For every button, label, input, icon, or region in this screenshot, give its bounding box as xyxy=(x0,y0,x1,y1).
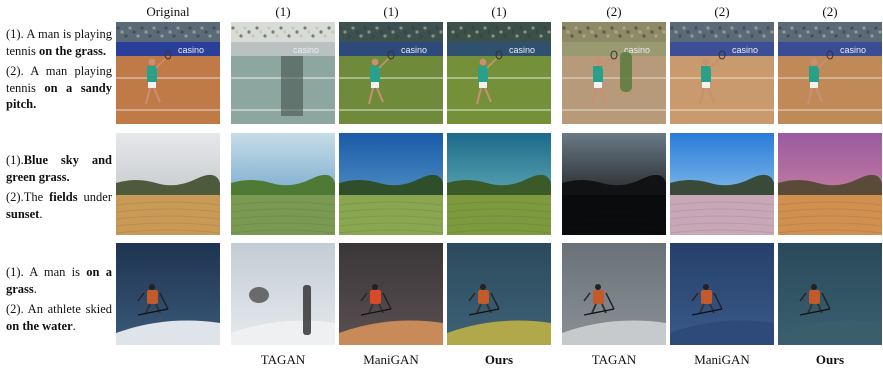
skier-image-manigan-2 xyxy=(670,243,774,345)
svg-text:casino: casino xyxy=(178,45,204,55)
svg-text:casino: casino xyxy=(732,45,758,55)
svg-text:casino: casino xyxy=(840,45,866,55)
tennis-image-ours-1: casino xyxy=(447,22,551,124)
caption-ours-2: Ours xyxy=(815,352,845,367)
tennis-image-manigan-2: casino xyxy=(670,22,774,124)
skier-image-manigan-1 xyxy=(339,243,443,345)
tennis-image-ours-2: casino xyxy=(778,22,882,124)
skier-image-tagan-2 xyxy=(562,243,666,345)
header-group2-tagan: (2) xyxy=(606,4,622,19)
row2-description: (1).Blue sky and green grass. (2).The fi… xyxy=(6,152,112,226)
skier-image-original xyxy=(116,243,220,345)
svg-text:casino: casino xyxy=(293,45,319,55)
row2-text1: (1).Blue sky and green grass. xyxy=(6,153,112,184)
caption-manigan-2: ManiGAN xyxy=(694,352,750,367)
header-group2-manigan: (2) xyxy=(714,4,730,19)
landscape-image-ours-1 xyxy=(447,133,551,235)
tennis-image-manigan-1: casino xyxy=(339,22,443,124)
svg-text:casino: casino xyxy=(401,45,427,55)
skier-image-tagan-1 xyxy=(231,243,335,345)
caption-ours-1: Ours xyxy=(484,352,514,367)
header-group1-tagan: (1) xyxy=(275,4,291,19)
tennis-image-tagan-1: casino xyxy=(231,22,335,124)
caption-tagan-2: TAGAN xyxy=(591,352,637,367)
header-group2-ours: (2) xyxy=(822,4,838,19)
landscape-image-tagan-2 xyxy=(562,133,666,235)
row1-description: (1). A man is playing tennis on the gras… xyxy=(6,26,112,117)
svg-text:casino: casino xyxy=(509,45,535,55)
row1-text1: (1). A man is playing tennis on the gras… xyxy=(6,27,112,58)
header-original: Original xyxy=(146,4,190,19)
tennis-image-original: casino xyxy=(116,22,220,124)
tennis-image-tagan-2: casino xyxy=(562,22,666,124)
landscape-image-original xyxy=(116,133,220,235)
caption-manigan-1: ManiGAN xyxy=(363,352,419,367)
svg-text:casino: casino xyxy=(624,45,650,55)
row3-description: (1). A man is on a grass. (2). An athlet… xyxy=(6,264,112,338)
row3-text2: (2). An athlete skied on the water. xyxy=(6,302,112,333)
row2-text2: (2).The fields under sunset. xyxy=(6,190,112,221)
row1-text2: (2). A man playing tennis on a sandy pit… xyxy=(6,64,112,111)
header-group1-ours: (1) xyxy=(491,4,507,19)
landscape-image-tagan-1 xyxy=(231,133,335,235)
landscape-image-ours-2 xyxy=(778,133,882,235)
caption-tagan-1: TAGAN xyxy=(260,352,306,367)
skier-image-ours-2 xyxy=(778,243,882,345)
landscape-image-manigan-1 xyxy=(339,133,443,235)
landscape-image-manigan-2 xyxy=(670,133,774,235)
header-group1-manigan: (1) xyxy=(383,4,399,19)
skier-image-ours-1 xyxy=(447,243,551,345)
row3-text1: (1). A man is on a grass. xyxy=(6,265,112,296)
